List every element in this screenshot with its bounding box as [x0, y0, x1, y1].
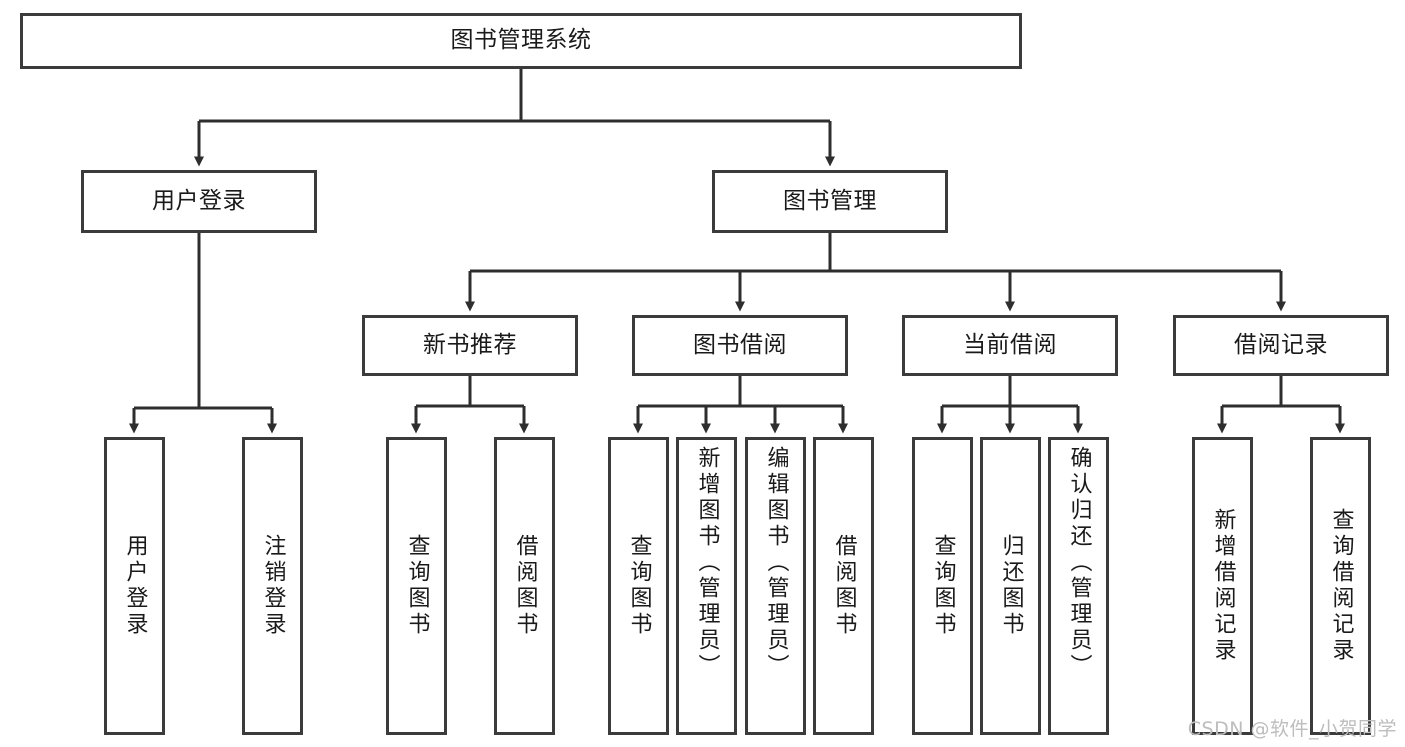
- leaf-user-login-signout[interactable]: 注销登录: [242, 437, 303, 735]
- leaf-label: 新增图书（管理员）: [694, 446, 720, 680]
- leaf-label: 借阅图书: [831, 534, 857, 638]
- node-root-label: 图书管理系统: [450, 27, 592, 54]
- node-book-borrow-label: 图书借阅: [693, 331, 787, 358]
- leaf-current-confirm-return-admin[interactable]: 确认归还（管理员）: [1048, 437, 1109, 735]
- leaf-user-login-signin[interactable]: 用户登录: [104, 437, 165, 735]
- node-current-borrow-label: 当前借阅: [963, 331, 1057, 358]
- node-borrow-record-label: 借阅记录: [1234, 331, 1328, 358]
- leaf-record-add-record[interactable]: 新增借阅记录: [1192, 437, 1253, 735]
- leaf-label: 查询借阅记录: [1328, 508, 1354, 664]
- node-root[interactable]: 图书管理系统: [20, 13, 1022, 69]
- leaf-label: 注销登录: [260, 534, 286, 638]
- leaf-label: 用户登录: [122, 534, 148, 638]
- node-new-book-recommend[interactable]: 新书推荐: [362, 315, 578, 376]
- leaf-label: 编辑图书（管理员）: [763, 446, 789, 680]
- node-user-login-label: 用户登录: [152, 187, 246, 214]
- leaf-borrow-query-book[interactable]: 查询图书: [608, 437, 669, 735]
- node-new-book-recommend-label: 新书推荐: [423, 331, 517, 358]
- leaf-label: 查询图书: [404, 534, 430, 638]
- leaf-label: 归还图书: [998, 534, 1024, 638]
- node-current-borrow[interactable]: 当前借阅: [902, 315, 1118, 376]
- leaf-record-query-record[interactable]: 查询借阅记录: [1310, 437, 1371, 735]
- leaf-label: 查询图书: [930, 534, 956, 638]
- leaf-recommend-borrow-book[interactable]: 借阅图书: [494, 437, 555, 735]
- leaf-current-return-book[interactable]: 归还图书: [980, 437, 1041, 735]
- leaf-borrow-edit-book-admin[interactable]: 编辑图书（管理员）: [745, 437, 806, 735]
- leaf-current-query-book[interactable]: 查询图书: [912, 437, 973, 735]
- leaf-borrow-add-book-admin[interactable]: 新增图书（管理员）: [676, 437, 737, 735]
- leaf-recommend-query-book[interactable]: 查询图书: [386, 437, 447, 735]
- node-book-management[interactable]: 图书管理: [712, 170, 948, 233]
- leaf-label: 新增借阅记录: [1210, 508, 1236, 664]
- node-book-borrow[interactable]: 图书借阅: [632, 315, 848, 376]
- node-book-management-label: 图书管理: [783, 187, 877, 214]
- leaf-label: 借阅图书: [512, 534, 538, 638]
- node-user-login[interactable]: 用户登录: [81, 170, 317, 233]
- node-borrow-record[interactable]: 借阅记录: [1173, 315, 1389, 376]
- leaf-label: 查询图书: [626, 534, 652, 638]
- leaf-borrow-borrow-book[interactable]: 借阅图书: [813, 437, 874, 735]
- leaf-label: 确认归还（管理员）: [1066, 446, 1092, 680]
